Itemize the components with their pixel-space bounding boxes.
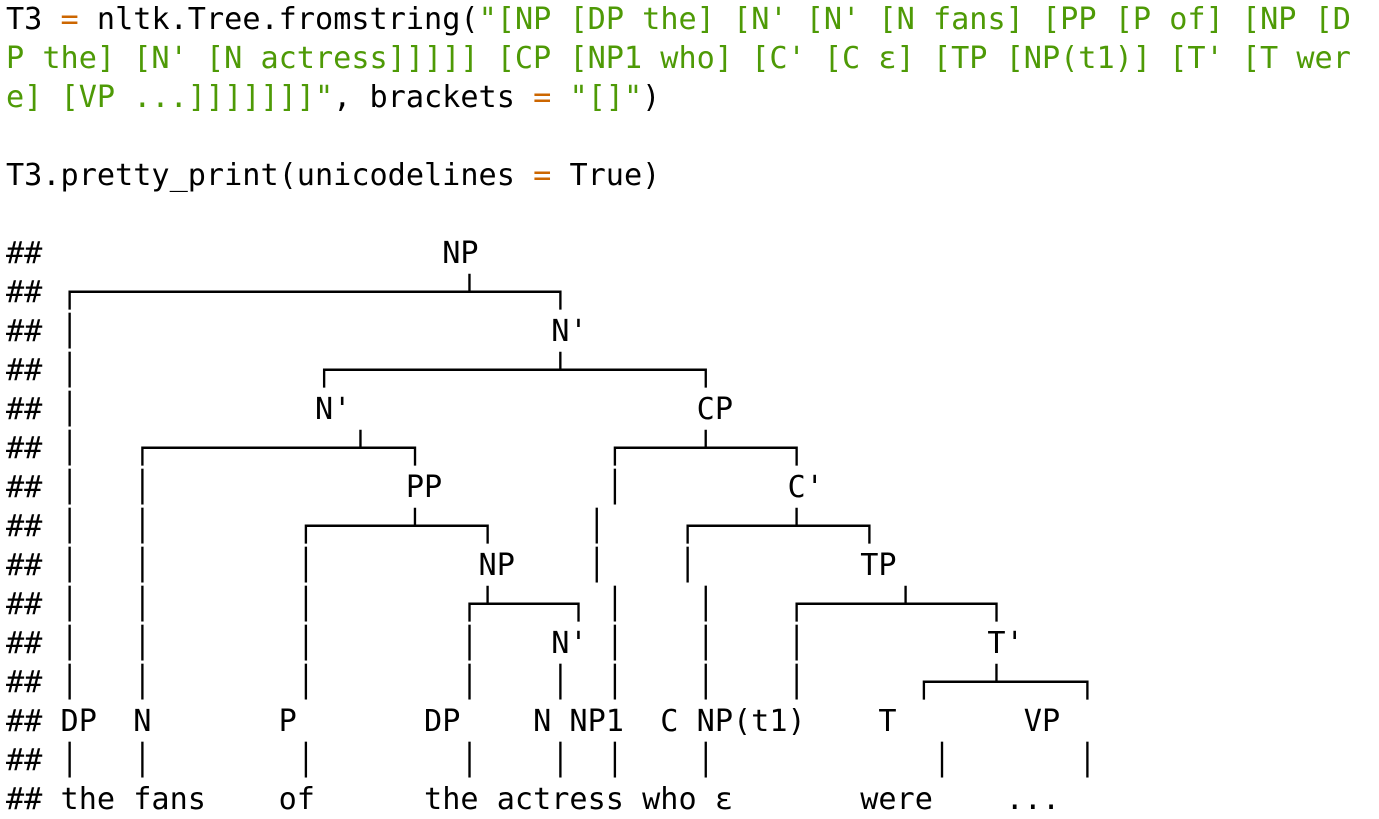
tree-row-text: │ ┌────────────┴───────┐	[42, 353, 715, 388]
output-prefix: ##	[6, 704, 43, 739]
tree-output-line: ## │ │ PP │ C'	[6, 468, 824, 507]
tree-row-text: DP N P DP N NP1 C NP(t1) T VP	[42, 704, 1061, 739]
output-prefix: ##	[6, 236, 43, 271]
tree-output-line: ## NP	[6, 234, 479, 273]
tree-row-text: │ │ │ │ N' │ │ │ T'	[42, 626, 1024, 661]
tree-row-text: │ N'	[42, 314, 588, 349]
code-string-part-2: P the] [N' [N actress]]]]] [CP [NP1 who]…	[6, 41, 1351, 76]
tree-row-text: │ │ │ ┌┴────┐ │ │ ┌─────┴────┐	[42, 587, 1006, 622]
tree-output-line: ## │ ┌───────────┴──┐ ┌────┴────┐	[6, 429, 806, 468]
tree-output-line: ## │ N'	[6, 312, 588, 351]
code-line-1: T3 = nltk.Tree.fromstring("[NP [DP the] …	[6, 0, 1351, 39]
output-prefix: ##	[6, 626, 43, 661]
code-line-4: T3.pretty_print(unicodelines = True)	[6, 156, 660, 195]
tree-output-line: ## │ │ │ │ │ │ │ │ ┌───┴────┐	[6, 663, 1096, 702]
code-line-3: e] [VP ...]]]]]]]", brackets = "[]")	[6, 78, 660, 117]
output-prefix: ##	[6, 314, 43, 349]
tree-row-text: │ │ │ │ │ │ │ │ ┌───┴────┐	[42, 665, 1097, 700]
output-prefix: ##	[6, 275, 43, 310]
tree-output-line: ## │ │ ┌─────┴───┐ │ ┌─────┴───┐	[6, 507, 878, 546]
tree-output-line: ## │ │ │ │ │ │ │ │ │	[6, 741, 1096, 780]
code-kwarg-op-2: =	[533, 158, 552, 193]
output-prefix: ##	[6, 665, 43, 700]
tree-output-line: ## │ │ │ NP │ │ TP	[6, 546, 897, 585]
code-var: T3	[6, 2, 43, 37]
code-kwarg-value-2: True)	[569, 158, 661, 193]
code-call-close: )	[642, 80, 661, 115]
code-call-open-2: T3.pretty_print(unicodelines	[6, 158, 515, 193]
output-prefix: ##	[6, 587, 43, 622]
tree-output-line: ## │ ┌────────────┴───────┐	[6, 351, 715, 390]
tree-row-text: │ │ PP │ C'	[42, 470, 824, 505]
code-call-open: nltk.Tree.fromstring(	[96, 2, 479, 37]
tree-output-line: ## DP N P DP N NP1 C NP(t1) T VP	[6, 702, 1060, 741]
tree-output-line: ## ┌─────────────────────┴────┐	[6, 273, 569, 312]
output-prefix: ##	[6, 392, 43, 427]
output-prefix: ##	[6, 353, 43, 388]
tree-row-text: NP	[42, 236, 479, 271]
code-string-part-1: "[NP [DP the] [N' [N' [N fans] [PP [P of…	[478, 2, 1351, 37]
code-string-part-3: e] [VP ...]]]]]]]"	[6, 80, 334, 115]
output-prefix: ##	[6, 509, 43, 544]
tree-output-line: ## the fans of the actress who ε were ..…	[6, 780, 1060, 819]
tree-row-text: │ │ ┌─────┴───┐ │ ┌─────┴───┐	[42, 509, 879, 544]
tree-output-line: ## │ │ │ │ N' │ │ │ T'	[6, 624, 1024, 663]
tree-row-text: ┌─────────────────────┴────┐	[42, 275, 570, 310]
tree-row-text: │ ┌───────────┴──┐ ┌────┴────┐	[42, 431, 806, 466]
output-prefix: ##	[6, 548, 43, 583]
tree-row-text: │ │ │ NP │ │ TP	[42, 548, 897, 583]
output-prefix: ##	[6, 782, 43, 817]
tree-row-text: the fans of the actress who ε were ...	[42, 782, 1061, 817]
code-line-2: P the] [N' [N actress]]]]] [CP [NP1 who]…	[6, 39, 1351, 78]
tree-output-line: ## │ │ │ ┌┴────┐ │ │ ┌─────┴────┐	[6, 585, 1006, 624]
output-prefix: ##	[6, 743, 43, 778]
code-args-sep: , brackets	[333, 80, 515, 115]
output-prefix: ##	[6, 470, 43, 505]
output-prefix: ##	[6, 431, 43, 466]
code-kwarg-op: =	[533, 80, 552, 115]
code-assign-op: =	[60, 2, 79, 37]
tree-output-line: ## │ N' CP	[6, 390, 733, 429]
code-brackets-value: "[]"	[569, 80, 643, 115]
tree-row-text: │ │ │ │ │ │ │ │ │	[42, 743, 1097, 778]
tree-row-text: │ N' CP	[42, 392, 733, 427]
